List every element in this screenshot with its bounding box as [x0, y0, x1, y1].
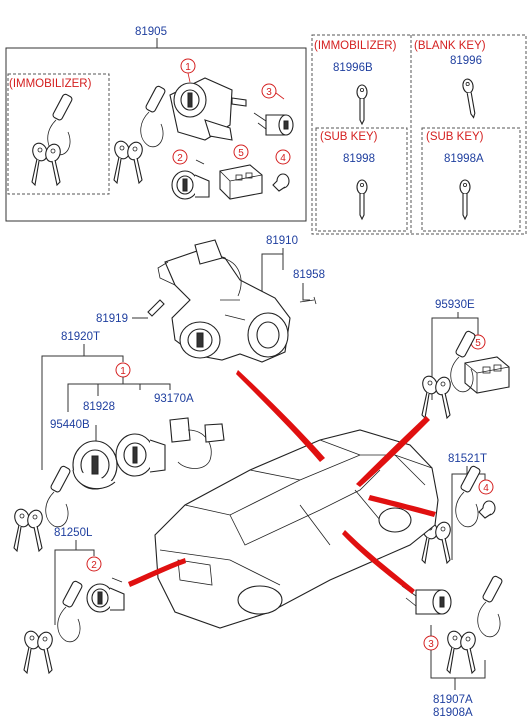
callout-1b: 1 — [120, 366, 126, 377]
blank-key — [461, 77, 480, 119]
fob-key-a — [140, 84, 167, 148]
pn-assembly: 81905 — [135, 26, 167, 38]
callout-3b: 3 — [428, 639, 434, 650]
pointer-trunk — [128, 558, 186, 587]
pointer-antenna — [356, 416, 430, 487]
pn-trunk-set: 81250L — [54, 527, 93, 539]
part2-pin — [195, 159, 205, 165]
trunk-pin — [111, 577, 123, 583]
leader-door-lock — [430, 625, 486, 690]
callout-1-leader — [187, 72, 191, 83]
callout-circle-3 — [261, 83, 277, 99]
trunk-cylinder-b — [86, 583, 125, 613]
pn-screw: 81919 — [96, 313, 128, 325]
callout-circle-2b — [86, 556, 102, 572]
sub-key-2 — [459, 179, 471, 220]
door-lock-cylinder — [253, 112, 294, 136]
sub-key-box-1 — [315, 127, 408, 232]
key-variants-box — [311, 34, 527, 235]
pointer-door-set — [368, 495, 436, 517]
screw-shape — [147, 299, 165, 317]
callout-4: 4 — [280, 153, 286, 164]
callout-circle-4b — [478, 479, 494, 495]
pointer-ignition — [236, 370, 325, 462]
sub-key-1 — [356, 179, 368, 220]
door-lock-keys — [444, 628, 479, 674]
callout-4b: 4 — [483, 483, 489, 494]
leader-antenna — [431, 312, 479, 400]
pn-housing: 95440B — [50, 419, 90, 431]
callout-3-leader — [275, 92, 285, 100]
door-set-fob — [455, 464, 482, 528]
label-blank-key: (BLANK KEY) — [414, 40, 486, 52]
pn-switch-harness: 93170A — [154, 393, 194, 405]
callout-2b: 2 — [91, 560, 97, 571]
pn-door-set: 81521T — [448, 453, 487, 465]
immobilizer-keys-left — [29, 140, 64, 186]
pn-antenna: 95930E — [435, 299, 475, 311]
antenna-module — [219, 164, 263, 200]
leader-ign-set-children — [67, 377, 171, 412]
antenna-module-b — [464, 356, 510, 394]
pn-door-rh: 81908A — [433, 707, 473, 719]
keys-a — [111, 138, 146, 184]
callout-1: 1 — [185, 62, 191, 73]
label-sub-key-2: (SUB KEY) — [426, 131, 484, 143]
immobilizer-key — [356, 84, 368, 125]
ignition-cylinder-housing — [72, 440, 118, 490]
switch-harness — [169, 417, 225, 469]
pn-key-immobilizer: 81996B — [333, 62, 373, 74]
callout-2: 2 — [177, 153, 183, 164]
trunk-keys — [21, 628, 56, 674]
ignition-lock-assembly — [169, 77, 247, 141]
callout-5: 5 — [238, 148, 244, 159]
door-lock-cylinder-b — [401, 585, 452, 615]
bolt-shape — [299, 296, 317, 305]
label-immobilizer-right: (IMMOBILIZER) — [314, 40, 397, 52]
steering-lock-body — [157, 239, 291, 363]
trunk-fob — [57, 579, 84, 643]
label-immobilizer-left: (IMMOBILIZER) — [9, 78, 92, 90]
pn-ign-lock: 81910 — [266, 235, 298, 247]
ignition-switch — [115, 433, 166, 477]
callout-circle-2 — [172, 149, 188, 165]
callout-5b: 5 — [475, 338, 481, 349]
callout-circle-5 — [233, 144, 249, 160]
sub-key-box-2 — [421, 127, 521, 232]
pn-key-blank: 81996 — [450, 55, 482, 67]
leader-trunk-set — [54, 540, 95, 625]
immobilizer-box-left — [7, 73, 110, 195]
small-cap — [272, 173, 290, 192]
ign-set-fob — [45, 464, 72, 528]
pn-sub-key-2: 81998A — [444, 153, 484, 165]
pointer-door-lock — [342, 530, 415, 594]
antenna-keys — [419, 373, 454, 419]
pn-sub-key-1: 81998 — [343, 153, 375, 165]
trunk-cylinder — [171, 170, 210, 200]
pn-door-lh: 81907A — [433, 694, 473, 706]
leader-ign-lock — [261, 248, 284, 306]
assembly-box — [5, 47, 307, 222]
leader-ign-set — [41, 344, 124, 470]
door-lock-fob — [477, 574, 504, 638]
callout-3: 3 — [266, 87, 272, 98]
label-sub-key-1: (SUB KEY) — [320, 131, 378, 143]
car-illustration — [154, 429, 439, 629]
leader-bolt — [302, 283, 310, 301]
pn-bolt: 81958 — [293, 269, 325, 281]
pn-lock-cyl: 81928 — [83, 401, 115, 413]
pn-ign-set: 81920T — [61, 331, 100, 343]
ign-set-keys — [11, 506, 46, 552]
callout-circle-4 — [275, 149, 291, 165]
door-cap — [478, 500, 496, 519]
